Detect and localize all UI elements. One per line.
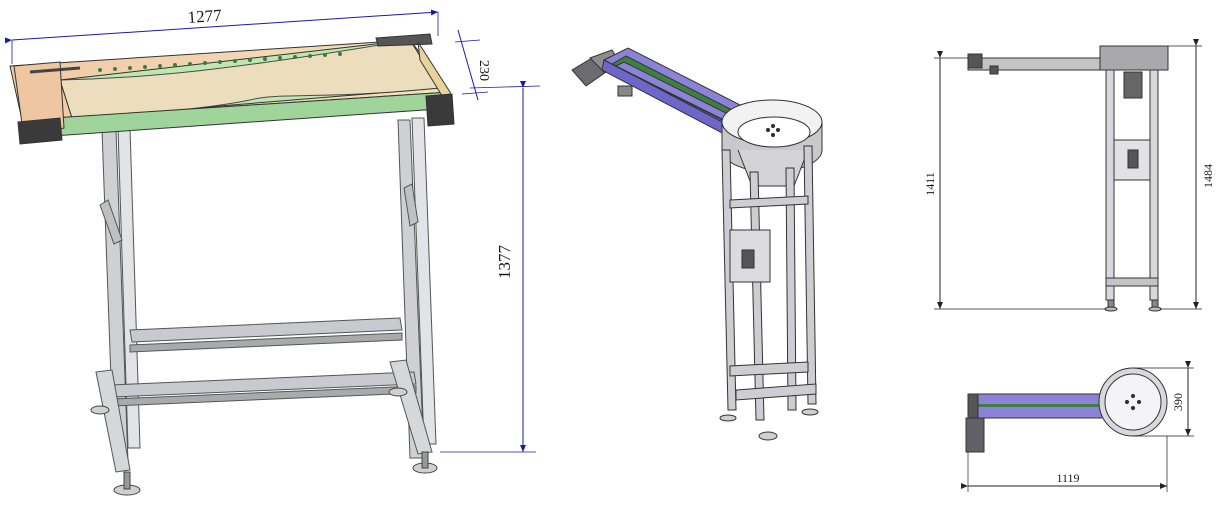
- conveyor-isometric-view: 1277 230 1377: [4, 6, 541, 496]
- dim-elevation-right: 1484: [1160, 39, 1215, 310]
- dim-label-belt-width: 230: [476, 60, 491, 81]
- dim-label-plan-width: 1119: [1056, 471, 1079, 485]
- stand-legs: [95, 117, 437, 473]
- bowl-conveyor-view: [571, 47, 823, 441]
- dim-elevation-left: 1411: [923, 51, 1106, 310]
- dim-label-stand-height: 1377: [495, 245, 514, 280]
- dim-label-elev-right: 1484: [1201, 164, 1215, 188]
- dim-plan-depth: 390: [1133, 361, 1194, 437]
- conveyor-belt-body: [9, 33, 455, 145]
- dim-label-plan-depth: 390: [1171, 393, 1185, 411]
- tower-feet: [719, 408, 819, 441]
- pocket-row: [98, 52, 342, 72]
- top-plan-view: [965, 367, 1168, 453]
- leveling-feet: [90, 387, 438, 496]
- front-elevation-view: [967, 45, 1169, 312]
- tower-frame: [721, 145, 817, 421]
- dim-stand-height: 1377: [440, 81, 541, 453]
- dim-label-length: 1277: [187, 6, 223, 27]
- dim-belt-width: 230: [454, 29, 491, 101]
- dim-plan-width: 1119: [961, 436, 1168, 492]
- dim-label-elev-left: 1411: [923, 172, 937, 196]
- dim-length-top: 1277: [4, 6, 439, 64]
